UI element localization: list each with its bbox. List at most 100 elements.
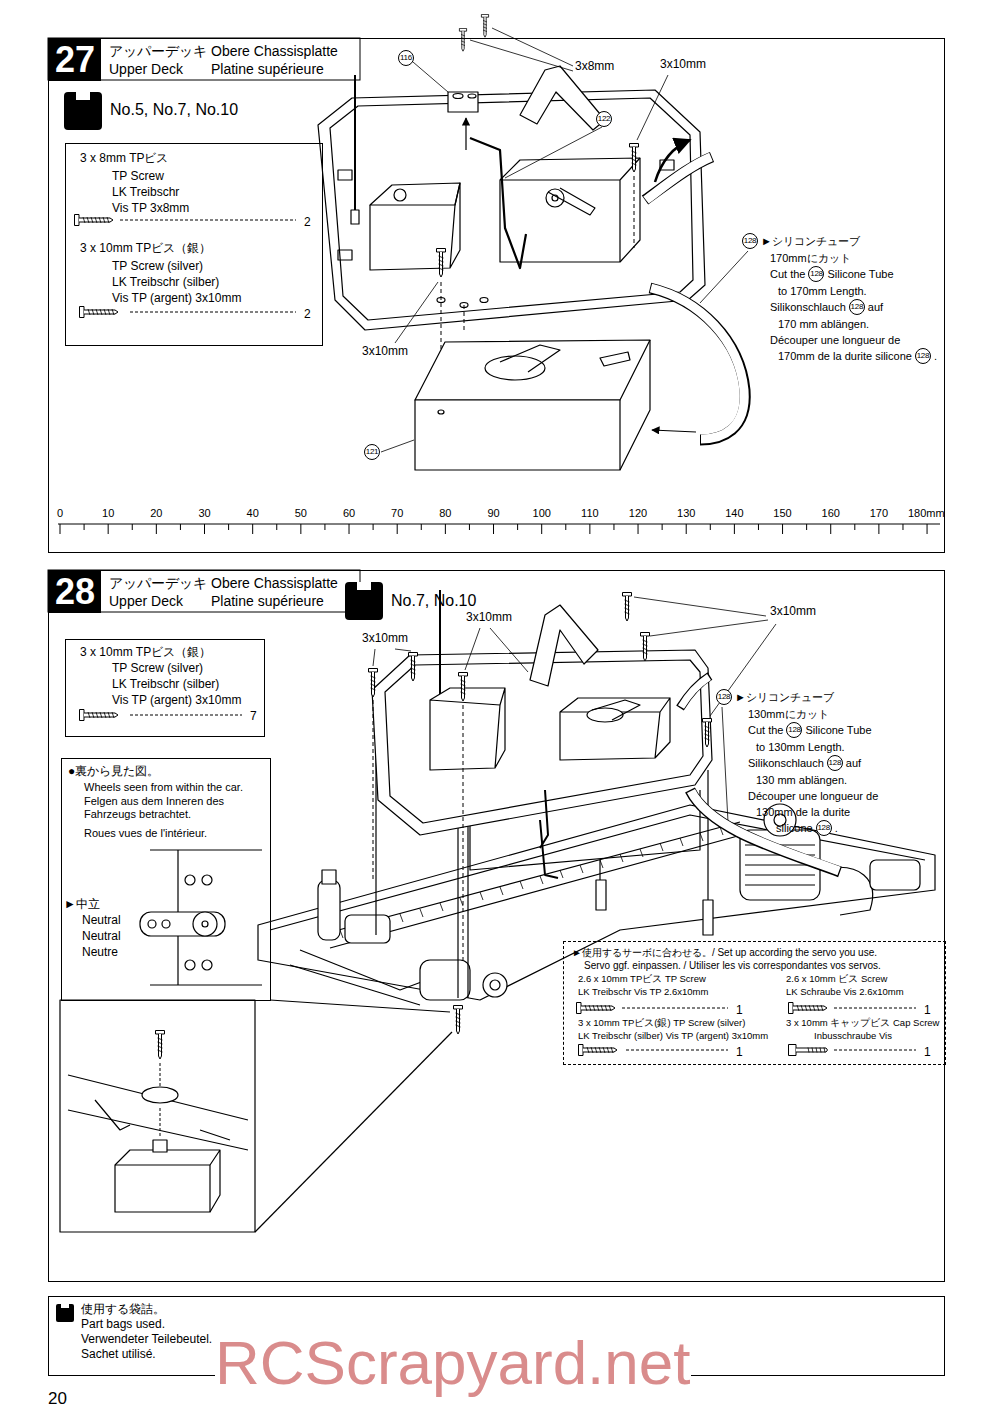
label-line: Neutral	[82, 930, 121, 944]
ruler-number: 130	[677, 507, 695, 520]
ruler-number: 30	[198, 507, 210, 520]
node-text: ●裏から見た図。	[68, 765, 159, 779]
ruler-number: 140	[725, 507, 743, 520]
node-text: 3 x 10mm TPビス（銀）	[80, 646, 211, 660]
tube-note: 170mm de la durite silicone	[778, 350, 912, 363]
neutral-note: Neutre	[82, 946, 118, 960]
label-line: Cut the128Silicone Tube	[748, 722, 872, 738]
watermark: RCScrapyard.net	[215, 1327, 691, 1398]
label-line: RCScrapyard.net	[215, 1322, 691, 1398]
node-text: LK Schraube Vis 2.6x10mm	[786, 987, 904, 998]
parts-list-box: 3 x 10mm TPビス（銀）TP Screw (silver)LK Trei…	[65, 639, 265, 737]
tube-note: 130mmにカット	[748, 708, 829, 721]
tube-note: ►シリコンチューブ	[761, 235, 860, 248]
label-line: 3x10mm	[660, 58, 706, 72]
label-line: silicone128.	[776, 820, 838, 836]
label-line: 130mmにカット	[748, 707, 829, 720]
servo-note-box: ►使用するサーボに合わせる。/ Set up according the ser…	[563, 941, 946, 1065]
node-text: TP Screw (silver)	[112, 260, 203, 274]
callout-number: 116	[398, 50, 414, 66]
node-text: Platine supérieure	[211, 61, 324, 77]
ruler-number: 160	[822, 507, 840, 520]
tube-note: Cut the	[748, 724, 783, 737]
callout-number: 128	[786, 722, 802, 738]
label-line: 170mmにカット	[770, 251, 851, 264]
node-text: アッパーデッキ	[109, 575, 207, 591]
label-line: Silikonschlauch128auf	[770, 299, 883, 315]
node-text: Vis TP (argent) 3x10mm	[112, 292, 241, 306]
callout-number: 128	[915, 348, 931, 364]
screw-size: 3x10mm	[660, 58, 706, 72]
bag-number: No.5, No.7, No.10	[110, 101, 238, 119]
label-line: 20	[48, 1388, 67, 1408]
callout-number: 122	[596, 111, 612, 127]
node-text: 3 x 8mm TPビス	[80, 152, 168, 166]
label-line: 10	[102, 506, 114, 519]
node-text: LK Treibschr	[112, 186, 179, 200]
label-line: Cut the128Silicone Tube	[770, 266, 894, 282]
label-line: 0	[57, 506, 63, 519]
node-text: LK Treibschr (silber)	[112, 276, 219, 290]
callout-number: 128	[816, 820, 832, 836]
label-line: 160	[822, 506, 840, 519]
tube-note: Silicone Tube	[827, 268, 893, 281]
label-line: 90	[487, 506, 499, 519]
tube-note: 130mm de la durite	[756, 806, 850, 819]
tube-note: Silikonschlauch	[770, 301, 846, 314]
ruler-number: 90	[487, 507, 499, 520]
node-text: 3 x 10mm TPビス(銀) TP Screw (silver)	[578, 1018, 745, 1029]
callout-number: 128	[849, 299, 865, 315]
label-line: 60	[343, 506, 355, 519]
tube-note: Silikonschlauch	[748, 757, 824, 770]
screw-size: 3x10mm	[362, 345, 408, 359]
node-text: LK Treibschr Vis TP 2.6x10mm	[578, 987, 708, 998]
label-line: 3x10mm	[466, 611, 512, 625]
tube-note: to 130mm Length.	[756, 741, 845, 754]
tube-note: Silicone Tube	[805, 724, 871, 737]
node-text: 1	[924, 1004, 931, 1018]
node-text: Platine supérieure	[211, 593, 324, 609]
callout-number: 128	[827, 755, 843, 771]
label-line: 180mm	[908, 506, 945, 519]
tube-note: auf	[868, 301, 883, 314]
node-text: 2	[304, 216, 311, 230]
ruler-number: 150	[773, 507, 791, 520]
label-line: 121	[364, 444, 380, 460]
callout-number: 128	[808, 266, 824, 282]
ruler-number: 100	[533, 507, 551, 520]
ruler-number: 110	[581, 507, 599, 520]
neutral-note: ►中立	[64, 898, 100, 912]
page-number: 20	[48, 1389, 67, 1409]
tube-note: Découper une longueur de	[770, 334, 900, 347]
detail-inset: ●裏から見た図。Wheels seen from within the car.…	[61, 758, 271, 1001]
node-text: Verwendeter Teilebeutel.	[81, 1333, 212, 1347]
label-line: Découper une longueur de	[770, 333, 900, 346]
ruler-number: 10	[102, 507, 114, 520]
node-text: Vis TP (argent) 3x10mm	[112, 694, 241, 708]
label-line: 110	[581, 506, 599, 519]
callout-number: 121	[364, 444, 380, 460]
tube-note: 130 mm ablängen.	[756, 774, 847, 787]
label-line: 128►シリコンチューブ	[742, 233, 860, 249]
node-text: LK Treibschr (silber)	[112, 678, 219, 692]
label-line: 70	[391, 506, 403, 519]
label-line: 116	[398, 50, 414, 66]
ruler-number: 50	[295, 507, 307, 520]
node-text: 3 x 10mm TPビス（銀）	[80, 242, 211, 256]
label-line: Découper une longueur de	[748, 789, 878, 802]
screw-size: 3x10mm	[466, 611, 512, 625]
ruler-number: 70	[391, 507, 403, 520]
parts-list-box: 3 x 8mm TPビスTP ScrewLK TreibschrVis TP 3…	[65, 143, 323, 346]
tube-note: auf	[846, 757, 861, 770]
node-text: 3 x 10mm キャップビス Cap Screw	[786, 1018, 939, 1029]
node-text: Vis TP 3x8mm	[112, 202, 189, 216]
node-text: LK Treibschr (silber) Vis TP (argent) 3x…	[578, 1031, 768, 1042]
step-number: 27	[49, 39, 101, 81]
ruler-number: 120	[629, 507, 647, 520]
node-text: アッパーデッキ	[109, 43, 207, 59]
label-line: 30	[198, 506, 210, 519]
screw-size: 3x10mm	[770, 605, 816, 619]
callout-number: 128	[742, 233, 758, 249]
node-text: 2.6 x 10mm ビス Screw	[786, 974, 887, 985]
ruler-number: 60	[343, 507, 355, 520]
